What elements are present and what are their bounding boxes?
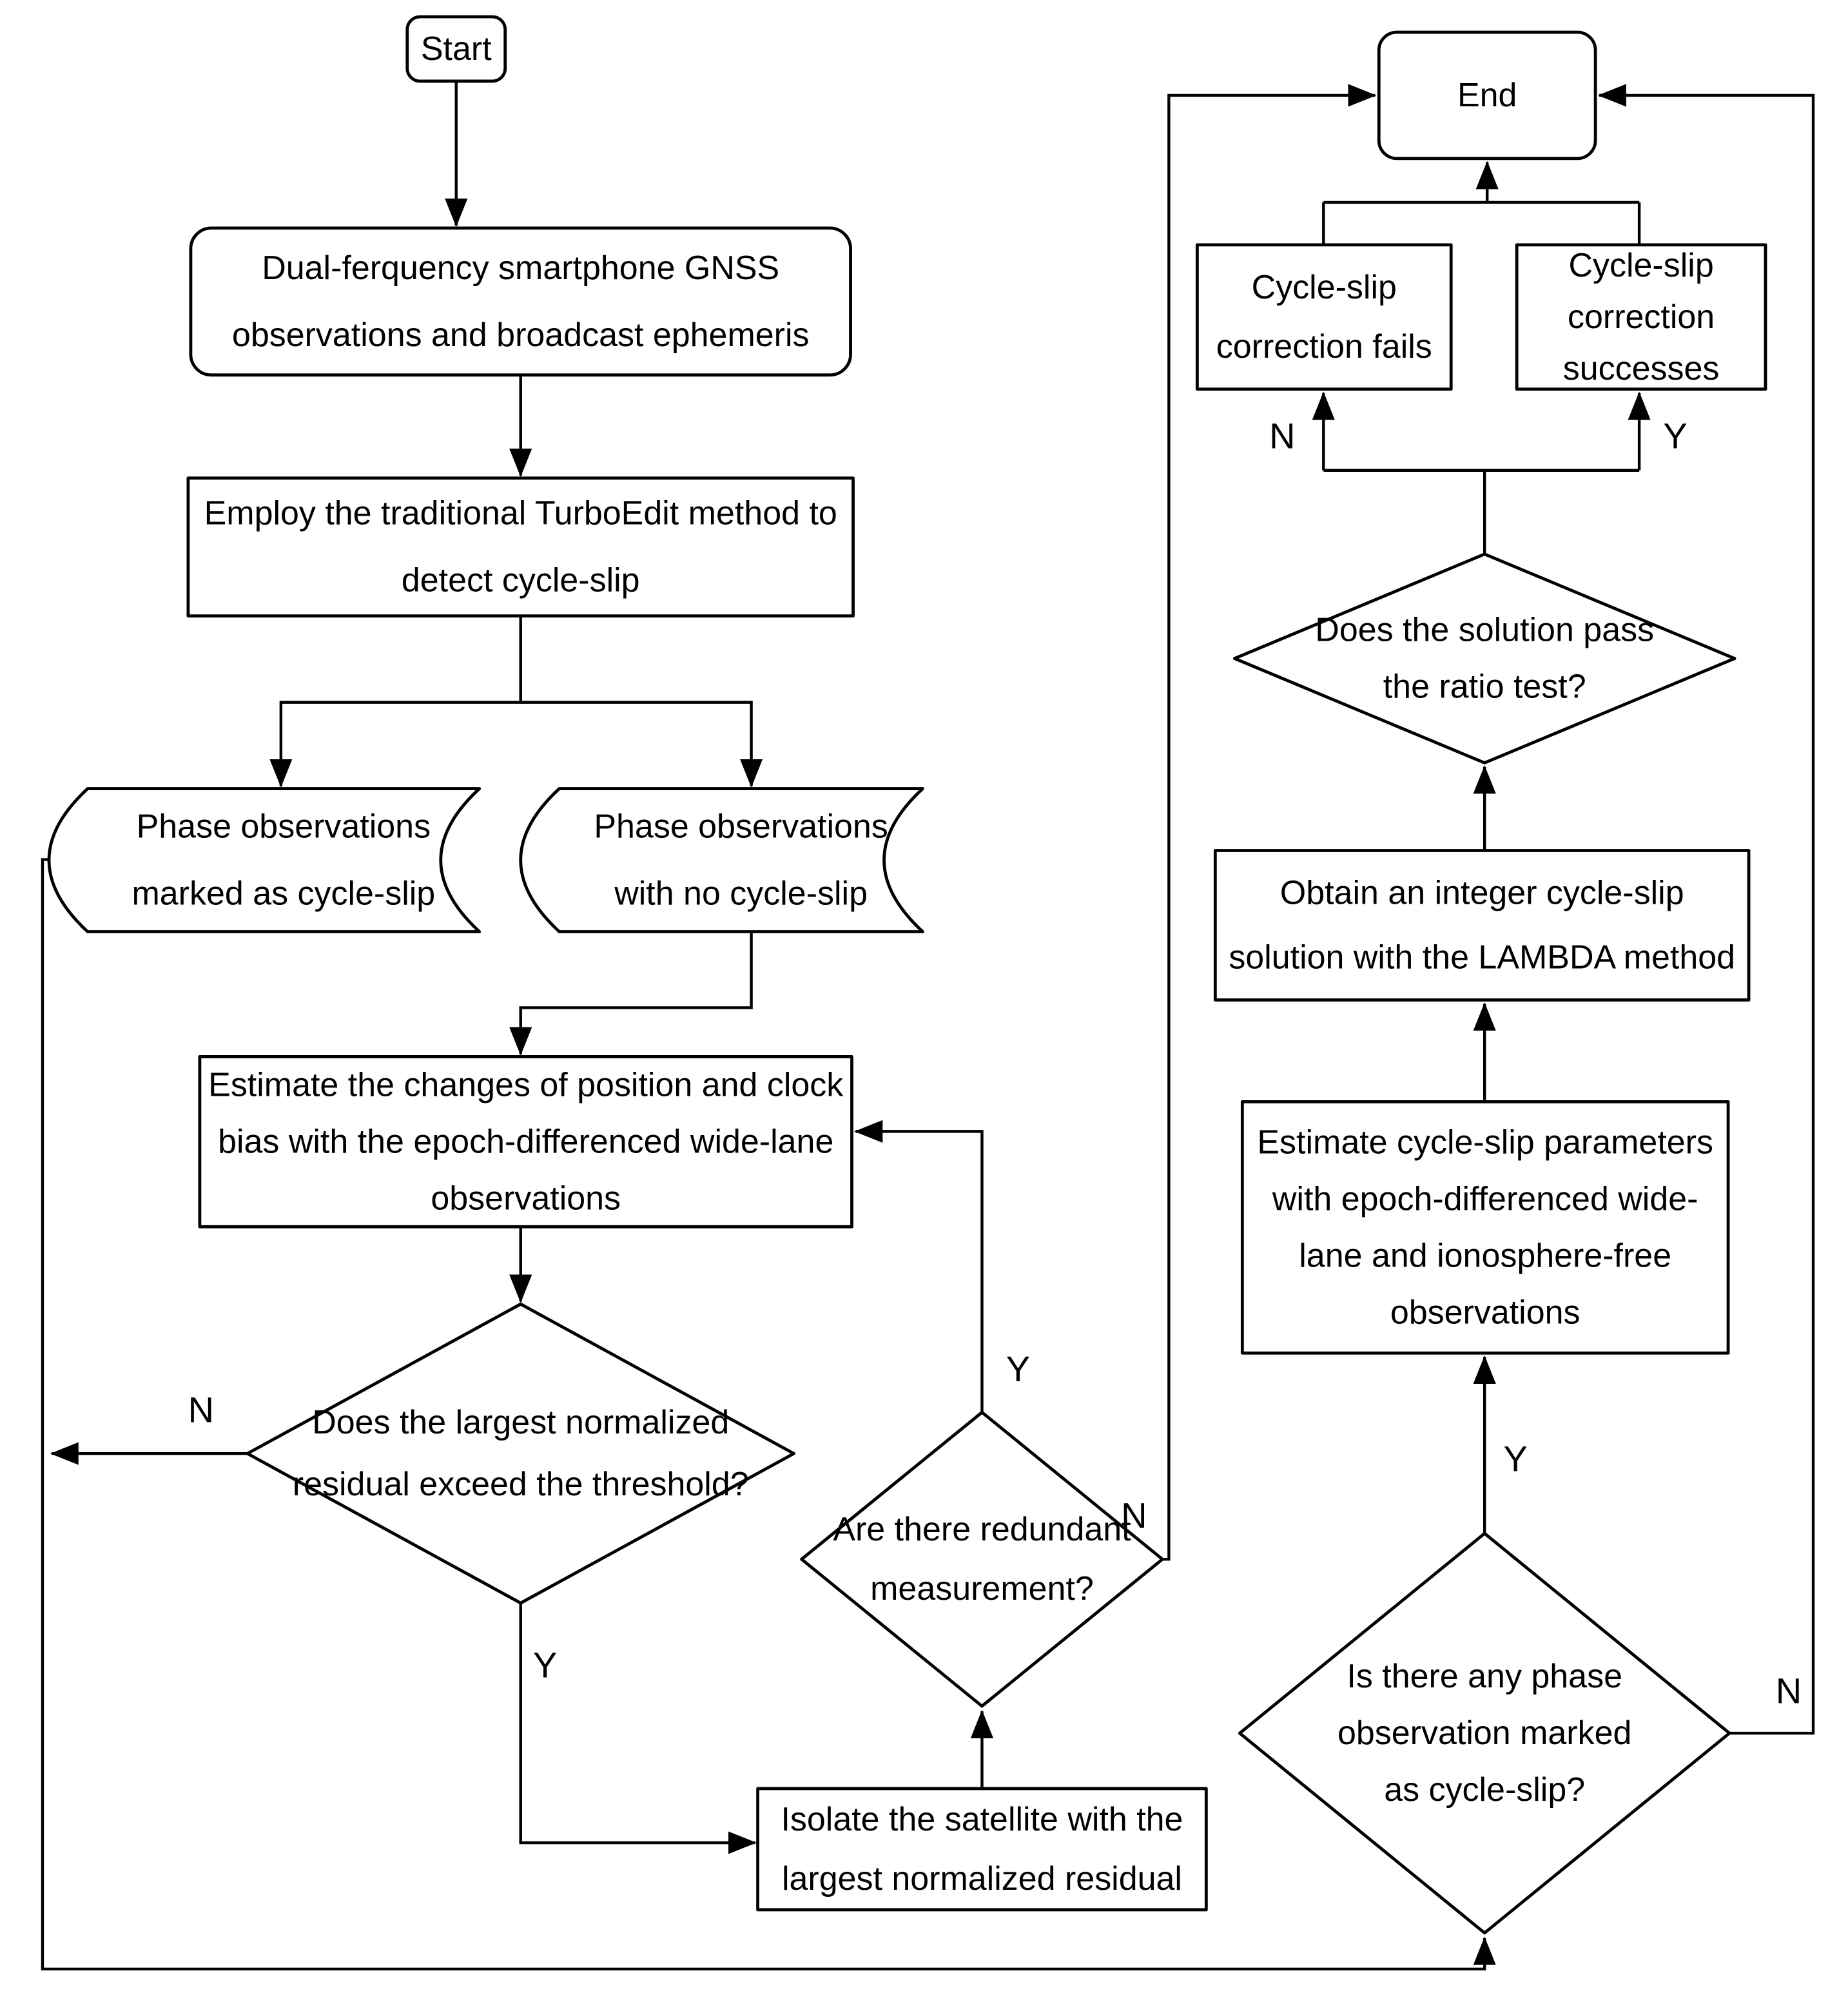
node-start: Start xyxy=(405,15,507,83)
edge-label-e-fails-in: N xyxy=(1269,415,1295,456)
card-noslip-shape xyxy=(519,787,924,933)
d1-shape xyxy=(246,1302,795,1605)
edge-e-d1-isolate xyxy=(519,1603,757,1854)
isolate-shape xyxy=(756,1787,1208,1912)
node-dratio-label-line-0: Does the solution pass xyxy=(1315,612,1654,649)
node-card-marked-label-line-0: Phase observations xyxy=(137,808,431,846)
edge-label-e-d1-n: N xyxy=(188,1390,214,1430)
node-d1-label-line-0: Does the largest normalized xyxy=(312,1404,729,1441)
node-fails-label-line-1: correction fails xyxy=(1216,328,1432,365)
card-marked-shape xyxy=(47,787,481,933)
node-params-label-line-3: observations xyxy=(1390,1294,1581,1331)
node-d3-label-line-1: observation marked xyxy=(1337,1714,1631,1752)
node-d2-label-line-0: Are there redundant xyxy=(833,1511,1131,1548)
edge-e-marked-d3 xyxy=(41,858,1496,1971)
lambda-shape xyxy=(1213,849,1751,1002)
node-d1-label-line-1: residual exceed the threshold? xyxy=(293,1466,749,1503)
node-params: Estimate cycle-slip parameters with epoch… xyxy=(1240,1100,1730,1355)
node-isolate-label-line-0: Isolate the satellite with the xyxy=(781,1801,1183,1838)
node-d3: Is there any phase observation marked as c… xyxy=(1238,1531,1731,1935)
node-isolate: Isolate the satellite with the largest no… xyxy=(756,1787,1208,1912)
node-card-noslip-label-line-1: with no cycle-slip xyxy=(614,875,868,913)
node-dualfreq-label-line-0: Dual-ferquency smartphone GNSS xyxy=(262,249,779,287)
dualfreq-shape xyxy=(189,226,852,377)
edge-e-turbo-noslip xyxy=(520,701,763,788)
node-success-label-line-0: Cycle-slip xyxy=(1568,247,1713,284)
node-lambda: Obtain an integer cycle-slip solution wit… xyxy=(1213,849,1751,1002)
node-params-label-line-1: with epoch-differenced wide- xyxy=(1272,1180,1698,1218)
edges-layer xyxy=(41,81,1815,1971)
edge-label-e-d3-end: N xyxy=(1776,1671,1802,1711)
fails-shape xyxy=(1195,243,1453,391)
node-end: End xyxy=(1377,30,1597,160)
edge-label-e-d2-end: N xyxy=(1121,1495,1147,1536)
node-estimate-label-line-0: Estimate the changes of position and clo… xyxy=(208,1066,844,1103)
edge-label-e-d2-est: Y xyxy=(1006,1348,1030,1389)
edge-label-e-d1-isolate: Y xyxy=(533,1645,557,1685)
node-lambda-label-line-0: Obtain an integer cycle-slip xyxy=(1280,875,1684,912)
edge-label-e-d3-params: Y xyxy=(1504,1439,1528,1479)
node-d3-label-line-2: as cycle-slip? xyxy=(1384,1771,1585,1809)
node-dualfreq: Dual-ferquency smartphone GNSS observatio… xyxy=(189,226,852,377)
node-fails: Cycle-slip correction fails xyxy=(1195,243,1453,391)
dratio-shape xyxy=(1232,552,1736,764)
node-card-noslip-label-line-0: Phase observations xyxy=(594,808,888,846)
edge-label-e-success-in: Y xyxy=(1663,415,1687,456)
node-estimate-label-line-1: bias with the epoch-differenced wide-lan… xyxy=(218,1123,833,1160)
node-dratio: Does the solution pass the ratio test? xyxy=(1232,552,1736,764)
edge-e-d2-est xyxy=(854,1120,984,1413)
d2-shape xyxy=(800,1410,1164,1708)
turboedit-shape xyxy=(186,476,855,618)
node-card-marked-label-line-1: marked as cycle-slip xyxy=(131,875,435,913)
node-start-label-line-0: Start xyxy=(421,30,492,68)
node-lambda-label-line-1: solution with the LAMBDA method xyxy=(1229,938,1735,976)
node-card-noslip: Phase observations with no cycle-slip xyxy=(519,787,924,933)
node-d2-label-line-1: measurement? xyxy=(870,1570,1094,1607)
estimate-shape xyxy=(198,1055,853,1228)
node-d3-label-line-0: Is there any phase xyxy=(1347,1658,1622,1695)
node-turboedit: Employ the traditional TurboEdit method … xyxy=(186,476,855,618)
params-shape xyxy=(1240,1100,1730,1355)
node-turboedit-label-line-0: Employ the traditional TurboEdit method … xyxy=(204,495,837,532)
edge-e-d3-end xyxy=(1597,84,1815,1735)
node-dualfreq-label-line-1: observations and broadcast ephemeris xyxy=(232,316,810,354)
node-estimate: Estimate the changes of position and clo… xyxy=(198,1055,853,1228)
node-d1: Does the largest normalized residual exce… xyxy=(246,1302,795,1605)
node-success-label-line-2: successes xyxy=(1563,350,1720,387)
node-d2: Are there redundant measurement? xyxy=(800,1410,1164,1708)
node-success-label-line-1: correction xyxy=(1568,298,1715,336)
node-params-label-line-0: Estimate cycle-slip parameters xyxy=(1257,1123,1713,1161)
node-success: Cycle-slip correction successes xyxy=(1515,243,1767,391)
node-end-label-line-0: End xyxy=(1457,77,1517,114)
edge-e-turbo-marked xyxy=(269,616,522,788)
node-card-marked: Phase observations marked as cycle-slip xyxy=(47,787,481,933)
edge-e-d2-end xyxy=(1162,84,1377,1561)
node-isolate-label-line-1: largest normalized residual xyxy=(782,1860,1182,1898)
success-shape xyxy=(1515,243,1767,391)
end-shape xyxy=(1377,30,1597,160)
start-shape xyxy=(405,15,507,83)
node-dratio-label-line-1: the ratio test? xyxy=(1383,668,1586,706)
node-params-label-line-2: lane and ionosphere-free xyxy=(1299,1237,1671,1274)
edge-e-noslip-est xyxy=(509,931,753,1056)
node-turboedit-label-line-1: detect cycle-slip xyxy=(402,562,640,599)
edge-labels-layer: N Y Y N Y N N Y xyxy=(188,415,1802,1711)
node-fails-label-line-0: Cycle-slip xyxy=(1252,269,1397,306)
d3-shape xyxy=(1238,1531,1731,1935)
node-estimate-label-line-2: observations xyxy=(431,1180,621,1217)
